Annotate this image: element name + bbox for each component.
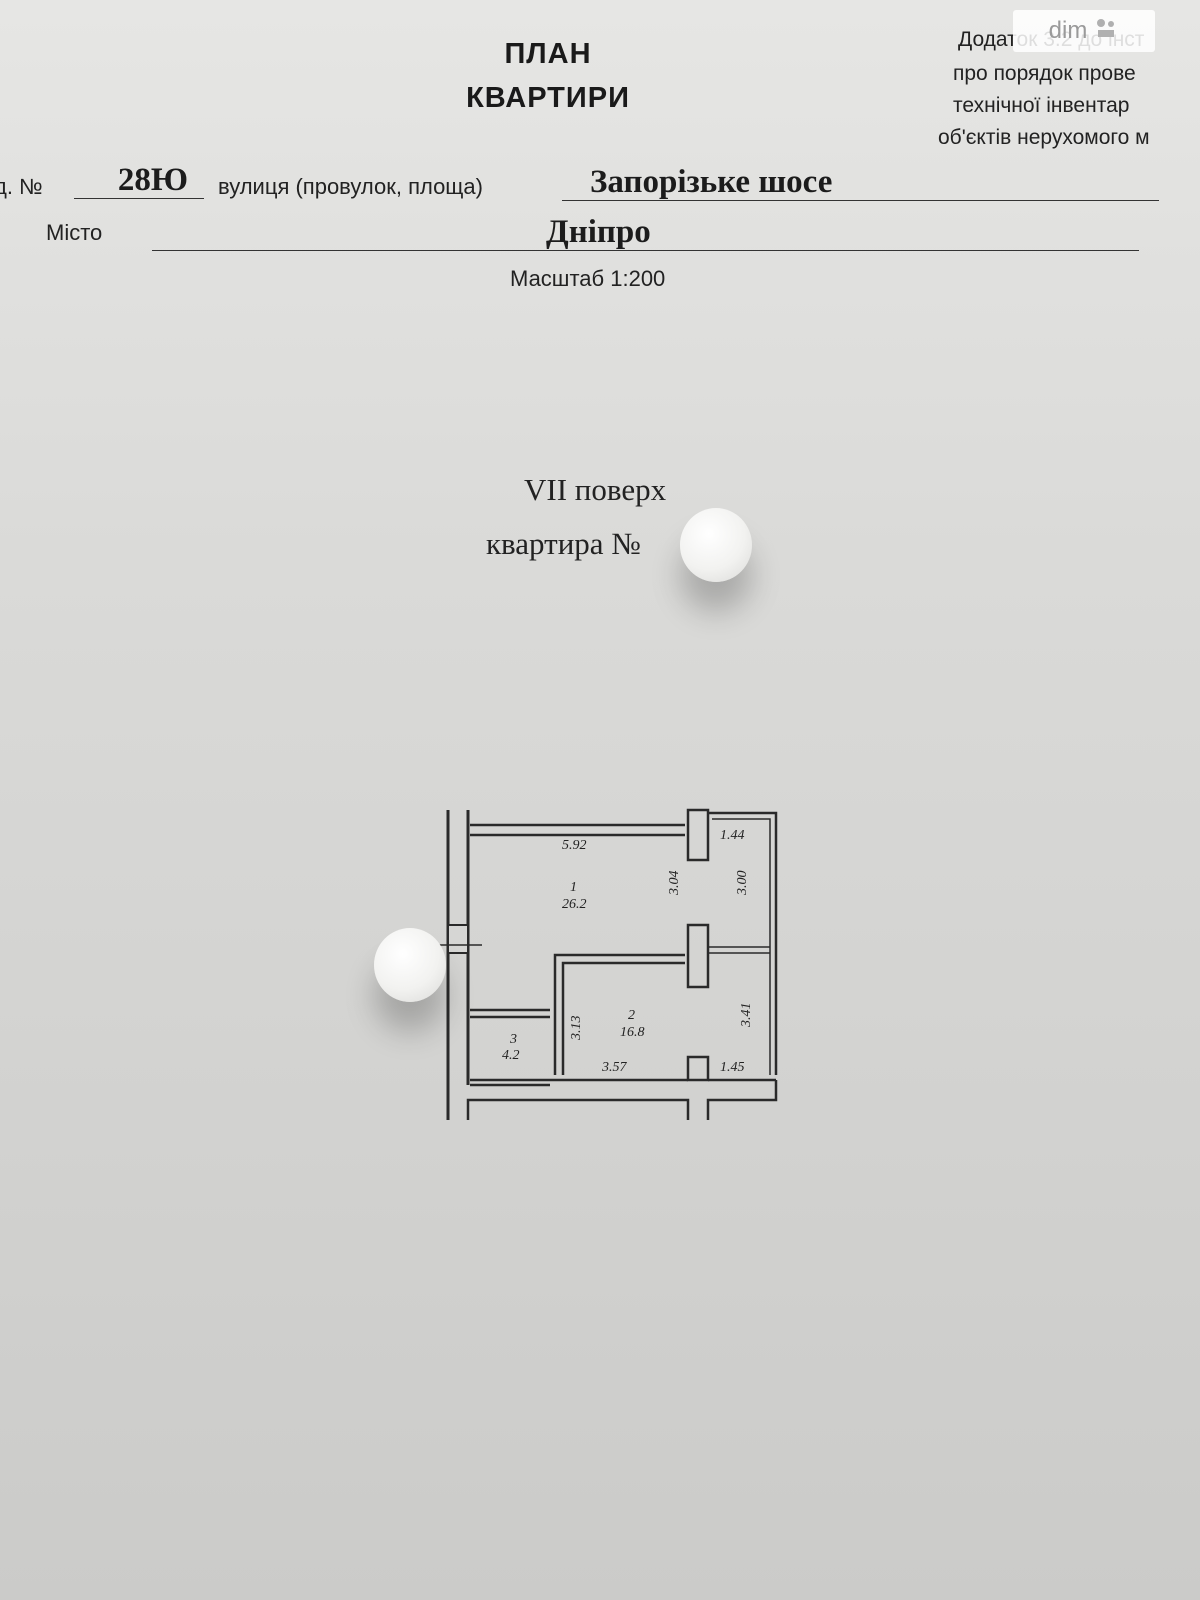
street-underline <box>562 200 1159 201</box>
watermark-brand: dim <box>1048 17 1088 44</box>
room-2-number: 2 <box>628 1008 635 1023</box>
street-value: Запорізьке шосе <box>590 164 833 200</box>
dim-3-00: 3.00 <box>735 871 750 897</box>
room-1-area: 26.2 <box>562 897 587 912</box>
magnet-left <box>374 928 446 1002</box>
dim-1-45: 1.45 <box>720 1060 745 1075</box>
dim-3-41: 3.41 <box>739 1003 754 1029</box>
ria-logo-icon <box>1093 15 1119 48</box>
city-value: Дніпро <box>546 214 651 250</box>
house-number-value: 28Ю <box>117 162 189 198</box>
room-1-number: 1 <box>570 880 577 895</box>
magnet-top <box>680 508 752 582</box>
dim-3-57: 3.57 <box>601 1060 628 1075</box>
annex-line-4: об'єктів нерухомого м <box>938 126 1150 149</box>
city-underline <box>152 250 1139 251</box>
floor-plan-drawing: 5.92 1.44 3.04 3.00 3.13 3.41 3.57 1.45 … <box>438 808 778 1120</box>
dim-1-44: 1.44 <box>720 828 745 843</box>
city-label: Місто <box>46 220 103 245</box>
scale-label: Масштаб 1:200 <box>510 266 666 291</box>
column-top <box>686 808 710 862</box>
annex-line-2: про порядок прове <box>953 62 1136 85</box>
dim-5-92: 5.92 <box>562 838 587 853</box>
column-middle <box>686 923 710 989</box>
floor-label: VII поверх <box>524 472 667 507</box>
apartment-label: квартира № <box>486 526 641 561</box>
dim-3-13: 3.13 <box>569 1016 584 1042</box>
room-3-number: 3 <box>509 1032 517 1047</box>
annex-line-3: технічної інвентар <box>953 94 1130 117</box>
window-left <box>447 924 469 954</box>
watermark-badge: dim <box>1013 10 1155 52</box>
street-label: вулиця (провулок, площа) <box>218 174 483 199</box>
room-2-area: 16.8 <box>620 1025 645 1040</box>
house-number-label: д. № <box>0 174 43 199</box>
room-3-area: 4.2 <box>502 1048 520 1063</box>
document-title-line2: КВАРТИРИ <box>466 82 630 114</box>
document-title-line1: ПЛАН <box>504 38 592 70</box>
dim-3-04: 3.04 <box>667 871 682 897</box>
house-number-underline <box>74 198 204 199</box>
